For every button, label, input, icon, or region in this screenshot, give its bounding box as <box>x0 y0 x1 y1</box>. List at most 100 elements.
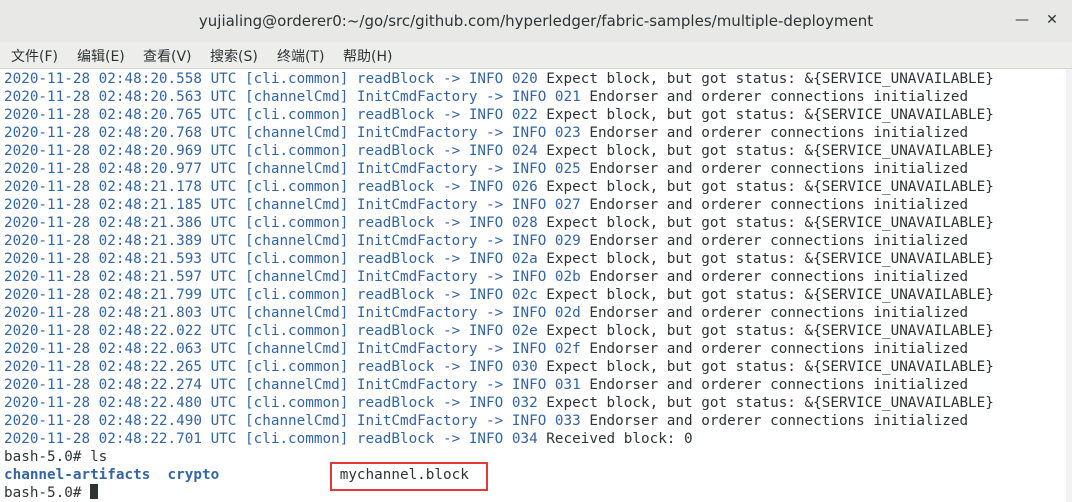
terminal-output[interactable]: 2020-11-28 02:48:20.558 UTC [cli.common]… <box>0 69 1072 502</box>
log-line: 2020-11-28 02:48:20.765 UTC [cli.common]… <box>4 106 994 124</box>
log-function: readBlock <box>356 179 435 195</box>
log-line: 2020-11-28 02:48:21.185 UTC [channelCmd]… <box>4 196 968 214</box>
log-level: -> INFO 022 <box>443 107 538 123</box>
minimize-icon[interactable]: — <box>1015 12 1029 28</box>
menu-search[interactable]: 搜索(S) <box>210 49 258 65</box>
log-level: -> INFO 02f <box>486 341 581 357</box>
log-message: Endorser and orderer connections initial… <box>589 413 969 429</box>
log-message: Expect block, but got status: &{SERVICE_… <box>546 287 994 303</box>
log-module: [channelCmd] <box>245 269 349 285</box>
menu-view[interactable]: 查看(V) <box>143 49 192 65</box>
log-module: [cli.common] <box>245 395 349 411</box>
log-message: Endorser and orderer connections initial… <box>589 341 969 357</box>
window-title: yujialing@orderer0:~/go/src/github.com/h… <box>198 12 874 30</box>
log-function: readBlock <box>356 143 435 159</box>
log-message: Received block: 0 <box>546 431 693 447</box>
log-timestamp: 2020-11-28 02:48:22.480 UTC <box>4 395 237 411</box>
log-message: Expect block, but got status: &{SERVICE_… <box>546 179 994 195</box>
log-message: Endorser and orderer connections initial… <box>589 305 969 321</box>
log-line: 2020-11-28 02:48:21.386 UTC [cli.common]… <box>4 214 994 232</box>
log-line: 2020-11-28 02:48:21.178 UTC [cli.common]… <box>4 178 994 196</box>
log-line: 2020-11-28 02:48:21.803 UTC [channelCmd]… <box>4 304 968 322</box>
log-message: Expect block, but got status: &{SERVICE_… <box>546 143 994 159</box>
log-message: Endorser and orderer connections initial… <box>589 377 969 393</box>
log-function: InitCmdFactory <box>356 125 478 141</box>
log-module: [cli.common] <box>245 71 349 87</box>
shell-command-line: bash-5.0# ls <box>4 448 107 466</box>
title-bar: yujialing@orderer0:~/go/src/github.com/h… <box>0 0 1072 43</box>
log-level: -> INFO 02d <box>486 305 581 321</box>
log-message: Endorser and orderer connections initial… <box>589 89 969 105</box>
log-timestamp: 2020-11-28 02:48:21.597 UTC <box>4 269 237 285</box>
ls-dir-entry: channel-artifacts <box>4 467 151 483</box>
ls-dir-entry: crypto <box>167 467 220 483</box>
log-timestamp: 2020-11-28 02:48:20.768 UTC <box>4 125 237 141</box>
log-level: -> INFO 026 <box>443 179 538 195</box>
log-timestamp: 2020-11-28 02:48:22.490 UTC <box>4 413 237 429</box>
log-function: readBlock <box>356 359 435 375</box>
log-message: Expect block, but got status: &{SERVICE_… <box>546 107 994 123</box>
ls-file-entry: mychannel.block <box>339 467 469 483</box>
log-message: Endorser and orderer connections initial… <box>589 233 969 249</box>
menu-terminal[interactable]: 终端(T) <box>277 49 325 65</box>
log-function: InitCmdFactory <box>356 197 478 213</box>
log-message: Endorser and orderer connections initial… <box>589 161 969 177</box>
log-line: 2020-11-28 02:48:22.480 UTC [cli.common]… <box>4 394 994 412</box>
log-message: Endorser and orderer connections initial… <box>589 125 969 141</box>
log-timestamp: 2020-11-28 02:48:22.063 UTC <box>4 341 237 357</box>
log-line: 2020-11-28 02:48:20.768 UTC [channelCmd]… <box>4 124 968 142</box>
log-module: [channelCmd] <box>245 341 349 357</box>
log-level: -> INFO 027 <box>486 197 581 213</box>
close-icon[interactable]: ✕ <box>1046 12 1058 28</box>
log-module: [channelCmd] <box>245 233 349 249</box>
log-function: InitCmdFactory <box>356 341 478 357</box>
scrollbar[interactable] <box>1066 69 1072 502</box>
log-timestamp: 2020-11-28 02:48:20.977 UTC <box>4 161 237 177</box>
log-level: -> INFO 031 <box>486 377 581 393</box>
log-line: 2020-11-28 02:48:21.799 UTC [cli.common]… <box>4 286 994 304</box>
log-module: [cli.common] <box>245 431 349 447</box>
log-level: -> INFO 02e <box>443 323 538 339</box>
log-timestamp: 2020-11-28 02:48:20.563 UTC <box>4 89 237 105</box>
log-timestamp: 2020-11-28 02:48:21.185 UTC <box>4 197 237 213</box>
log-module: [channelCmd] <box>245 197 349 213</box>
log-line: 2020-11-28 02:48:22.265 UTC [cli.common]… <box>4 358 994 376</box>
log-timestamp: 2020-11-28 02:48:20.765 UTC <box>4 107 237 123</box>
log-level: -> INFO 024 <box>443 143 538 159</box>
log-timestamp: 2020-11-28 02:48:21.593 UTC <box>4 251 237 267</box>
log-module: [channelCmd] <box>245 305 349 321</box>
log-line: 2020-11-28 02:48:20.969 UTC [cli.common]… <box>4 142 994 160</box>
log-function: readBlock <box>356 71 435 87</box>
log-timestamp: 2020-11-28 02:48:21.178 UTC <box>4 179 237 195</box>
log-line: 2020-11-28 02:48:21.597 UTC [channelCmd]… <box>4 268 968 286</box>
log-module: [channelCmd] <box>245 89 349 105</box>
log-function: readBlock <box>356 431 435 447</box>
log-line: 2020-11-28 02:48:21.593 UTC [cli.common]… <box>4 250 994 268</box>
log-timestamp: 2020-11-28 02:48:22.274 UTC <box>4 377 237 393</box>
menu-edit[interactable]: 编辑(E) <box>77 49 125 65</box>
menu-file[interactable]: 文件(F) <box>11 49 58 65</box>
log-module: [channelCmd] <box>245 161 349 177</box>
log-message: Endorser and orderer connections initial… <box>589 197 969 213</box>
log-level: -> INFO 02b <box>486 269 581 285</box>
log-level: -> INFO 033 <box>486 413 581 429</box>
log-line: 2020-11-28 02:48:20.977 UTC [channelCmd]… <box>4 160 968 178</box>
log-level: -> INFO 02c <box>443 287 538 303</box>
log-function: InitCmdFactory <box>356 161 478 177</box>
menu-help[interactable]: 帮助(H) <box>343 49 393 65</box>
log-module: [cli.common] <box>245 359 349 375</box>
log-timestamp: 2020-11-28 02:48:21.799 UTC <box>4 287 237 303</box>
log-function: readBlock <box>356 107 435 123</box>
log-module: [channelCmd] <box>245 125 349 141</box>
log-timestamp: 2020-11-28 02:48:22.701 UTC <box>4 431 237 447</box>
log-message: Expect block, but got status: &{SERVICE_… <box>546 71 994 87</box>
log-line: 2020-11-28 02:48:21.389 UTC [channelCmd]… <box>4 232 968 250</box>
log-function: InitCmdFactory <box>356 89 478 105</box>
log-module: [cli.common] <box>245 323 349 339</box>
log-level: -> INFO 023 <box>486 125 581 141</box>
log-level: -> INFO 029 <box>486 233 581 249</box>
log-line: 2020-11-28 02:48:22.490 UTC [channelCmd]… <box>4 412 968 430</box>
shell-prompt-line: bash-5.0# <box>4 484 99 502</box>
log-line: 2020-11-28 02:48:22.701 UTC [cli.common]… <box>4 430 693 448</box>
log-timestamp: 2020-11-28 02:48:21.386 UTC <box>4 215 237 231</box>
